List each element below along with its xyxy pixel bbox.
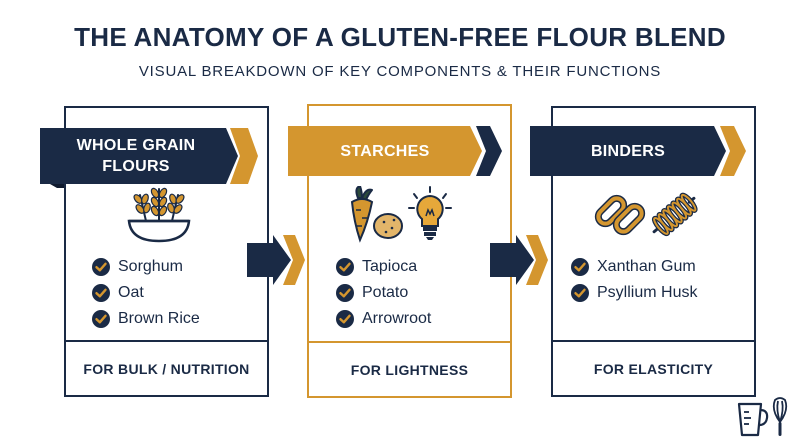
page-title: THE ANATOMY OF A GLUTEN-FREE FLOUR BLEND [74, 22, 726, 52]
list-item-label: Xanthan Gum [597, 258, 696, 275]
list-item: Xanthan Gum [571, 254, 697, 280]
card-item-list: Tapioca Potato Arrowroot [336, 254, 431, 332]
list-item-label: Brown Rice [118, 310, 200, 327]
page-subtitle: VISUAL BREAKDOWN OF KEY COMPONENTS & THE… [138, 63, 662, 80]
list-item-label: Sorghum [118, 258, 183, 275]
list-item: Psyllium Husk [571, 280, 697, 306]
carrot-potato-icon [350, 186, 403, 243]
list-item: Potato [336, 280, 431, 306]
list-item: Tapioca [336, 254, 431, 280]
banner-title: WHOLE GRAIN FLOURS [77, 135, 196, 177]
list-item: Arrowroot [336, 306, 431, 332]
card-footer: FOR ELASTICITY [553, 340, 754, 395]
flow-arrow-icon [490, 235, 548, 285]
checkmark-icon [336, 258, 354, 276]
banner-title-line2: FLOURS [102, 158, 170, 175]
banner-binders: BINDERS [530, 126, 746, 176]
banner-title: STARCHES [340, 142, 430, 160]
list-item-label: Arrowroot [362, 310, 432, 327]
checkmark-icon [571, 258, 589, 276]
banner-shape [530, 126, 746, 176]
list-item: Brown Rice [92, 306, 200, 332]
list-item-label: Tapioca [362, 258, 418, 275]
spring-coil-icon [651, 192, 698, 237]
checkmark-icon [92, 284, 110, 302]
checkmark-icon [336, 310, 354, 328]
whisk-icon [772, 397, 788, 436]
checkmark-icon [92, 258, 110, 276]
banner-starches: STARCHES [288, 126, 502, 176]
checkmark-icon [571, 284, 589, 302]
list-item-label: Oat [118, 284, 144, 301]
chain-link-icon [594, 194, 646, 236]
checkmark-icon [336, 284, 354, 302]
flow-arrow-icon [247, 235, 305, 285]
measuring-cup-icon [737, 402, 769, 437]
card-item-list: Xanthan Gum Psyllium Husk [571, 254, 697, 306]
card-footer: FOR BULK / NUTRITION [66, 340, 267, 395]
banner-whole-grain-flours: WHOLE GRAIN FLOURS [40, 124, 258, 188]
checkmark-icon [92, 310, 110, 328]
banner-shape [40, 128, 258, 188]
list-item: Oat [92, 280, 200, 306]
lightbulb-icon [408, 186, 452, 240]
list-item-label: Psyllium Husk [597, 284, 698, 301]
wheat-bowl-icon [127, 187, 191, 243]
card-footer: FOR LIGHTNESS [309, 341, 510, 396]
card-item-list: Sorghum Oat Brown Rice [92, 254, 200, 332]
list-item-label: Potato [362, 284, 409, 301]
banner-title-line1: WHOLE GRAIN [76, 137, 196, 154]
banner-shape [288, 126, 502, 176]
list-item: Sorghum [92, 254, 200, 280]
banner-title: BINDERS [590, 142, 666, 160]
